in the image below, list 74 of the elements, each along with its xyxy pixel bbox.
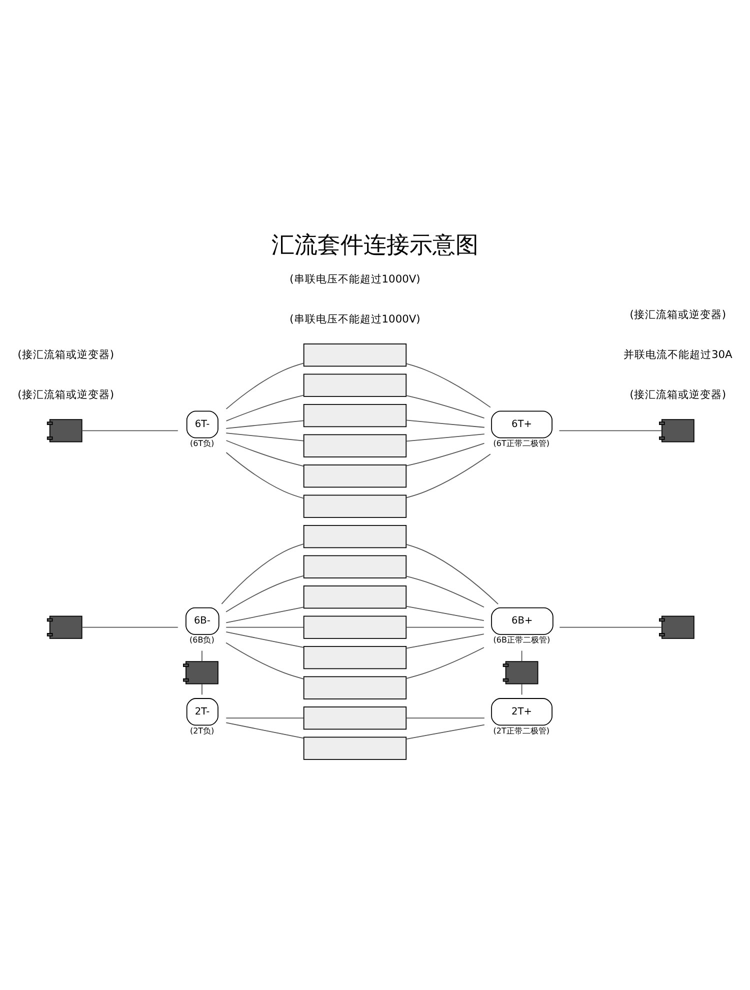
node-box: 6T+: [491, 410, 552, 438]
connector: [406, 544, 499, 604]
connector: [521, 684, 522, 696]
connector: [226, 722, 304, 739]
node-label: (2T负): [190, 726, 214, 736]
node-box: [303, 404, 407, 428]
node-box: [303, 434, 407, 458]
label: (接汇流箱或逆变器): [18, 348, 114, 361]
label: 并联电流不能超过30A: [623, 348, 732, 361]
node-box: [303, 676, 407, 700]
connector: [558, 430, 662, 432]
node-box: [303, 616, 407, 639]
connector: [406, 434, 485, 442]
connector: [406, 606, 484, 621]
node-label: (6T负): [190, 439, 214, 448]
connector: [406, 454, 491, 498]
connector: [226, 432, 304, 442]
connector: [226, 626, 304, 628]
connector: [521, 650, 522, 662]
label: (串联电压不能超过1000V): [290, 272, 420, 286]
node-picture: [658, 616, 694, 639]
connector: [81, 626, 178, 628]
connector: [226, 606, 304, 624]
connector: [406, 718, 485, 719]
connector: [226, 718, 304, 719]
connector: [226, 440, 304, 467]
connector: [226, 632, 304, 648]
node-picture: [183, 661, 218, 684]
label: (串联电压不能超过1000V): [290, 312, 420, 326]
label: (接汇流箱或逆变器): [630, 388, 726, 401]
node-box: [303, 494, 407, 518]
node-box: [303, 646, 407, 670]
connector: [406, 395, 485, 419]
node-picture: [46, 419, 82, 442]
connector: [226, 575, 304, 612]
label: (接汇流箱或逆变器): [18, 388, 114, 401]
connector: [226, 394, 304, 422]
connector: [81, 430, 178, 432]
node-box: [303, 374, 407, 397]
connector: [406, 420, 485, 428]
connector: [406, 442, 485, 466]
node-box: 6B+: [491, 607, 554, 635]
connector: [406, 647, 484, 679]
node-box: 2T+: [491, 698, 552, 726]
diagram-title: 汇流套件连接示意图: [272, 232, 478, 259]
node-box: [303, 555, 407, 578]
connector: [406, 724, 485, 740]
connector: [406, 626, 484, 628]
node-box: [303, 464, 407, 488]
connector: [559, 626, 662, 628]
node-box: 2T-: [186, 698, 218, 726]
node-box: [303, 706, 407, 730]
connector: [221, 543, 304, 604]
node-label: (6T正带二极管): [493, 439, 550, 448]
connector: [406, 363, 491, 408]
connector: [406, 634, 484, 649]
node-box: [303, 586, 407, 609]
node-box: [303, 344, 407, 367]
node-box: 6B-: [186, 607, 220, 635]
node-label: (6B正带二极管): [493, 636, 550, 645]
node-box: 6T-: [186, 410, 218, 438]
node-picture: [658, 419, 694, 442]
connector: [226, 362, 304, 410]
connector: [226, 452, 304, 499]
node-box: [303, 736, 407, 760]
label: (接汇流箱或逆变器): [630, 308, 726, 321]
node-box: [303, 525, 407, 548]
node-label: (6B负): [190, 636, 214, 645]
node-label: (2T正带二极管): [493, 726, 550, 736]
connector: [406, 576, 484, 608]
node-picture: [46, 616, 82, 639]
connector: [226, 420, 304, 429]
node-picture: [502, 661, 538, 684]
connector: [226, 642, 304, 680]
